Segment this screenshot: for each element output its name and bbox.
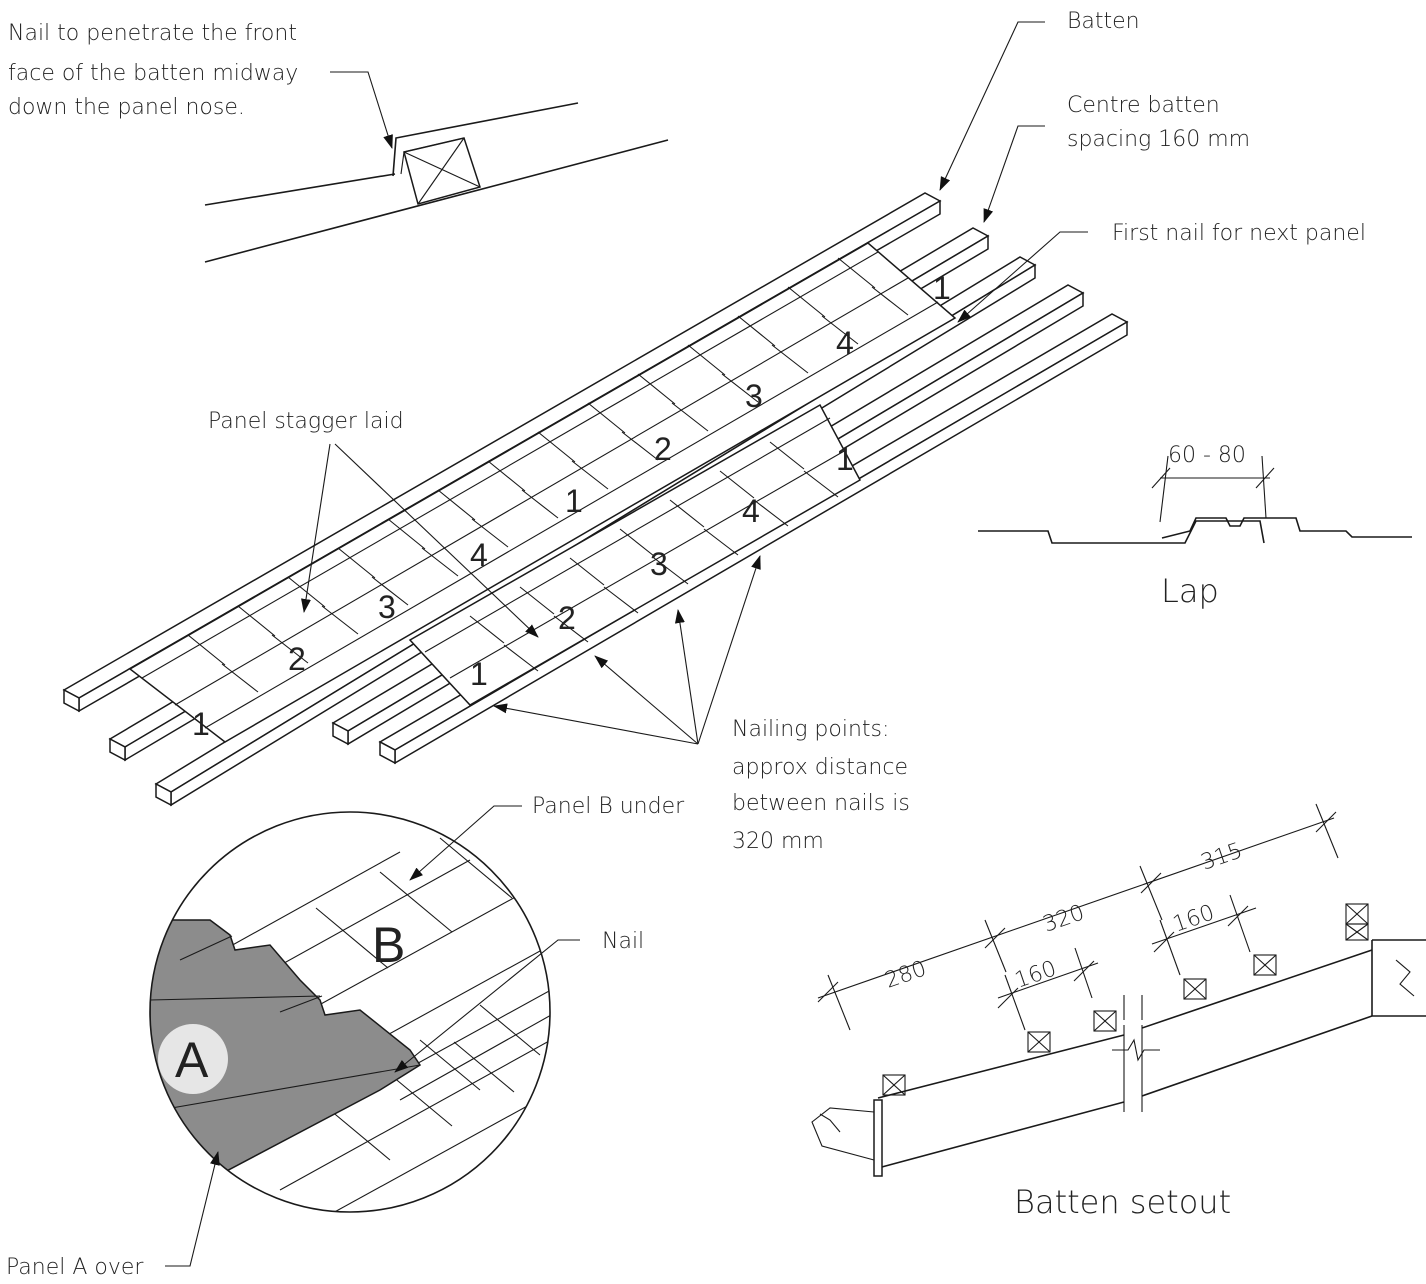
nail-seq-number: 1 <box>836 441 854 477</box>
nail-seq-number: 1 <box>933 270 951 306</box>
setout-dim-160-left: 160 <box>1012 956 1060 993</box>
setout-dim-315: 315 <box>1198 838 1246 875</box>
panel-a-fill <box>150 919 422 1186</box>
panel-stagger-label: Panel stagger laid <box>208 409 404 434</box>
nail-seq-number: 1 <box>470 656 488 692</box>
upper-panel-ribs <box>187 257 909 693</box>
setout-dim-280: 280 <box>882 956 930 993</box>
panel-a-label: Panel A over <box>6 1255 144 1280</box>
lower-panel-ribs <box>469 441 839 672</box>
nail-seq-number: 4 <box>836 325 854 361</box>
nail-note-line-1: Nail to penetrate the front <box>8 21 297 46</box>
nailing-points-callout: Nailing points: approx distance between … <box>493 555 910 854</box>
nailing-points-line-1: Nailing points: <box>732 717 889 742</box>
nail-note-line-3: down the panel nose. <box>8 95 245 120</box>
nail-sequence-upper: 1 2 3 4 1 2 3 4 1 <box>192 270 951 742</box>
batten-assembly: 1 2 3 4 1 2 3 4 1 1 2 3 4 1 <box>62 192 1129 807</box>
nail-seq-number: 3 <box>378 589 396 625</box>
nail-seq-number: 4 <box>742 493 760 529</box>
magnified-detail: A B Panel B under Nail Panel A over <box>6 794 685 1280</box>
nail-seq-number: 1 <box>565 483 583 519</box>
nail-seq-number: 1 <box>192 706 210 742</box>
setout-battens <box>882 903 1369 1096</box>
panel-b-label: Panel B under <box>532 794 685 819</box>
first-nail-callout: First nail for next panel <box>957 221 1366 323</box>
nailing-points-line-3: between nails is <box>732 791 910 816</box>
centre-spacing-callout: Centre batten spacing 160 mm <box>983 93 1250 223</box>
batten-setout-title: Batten setout <box>1014 1183 1231 1221</box>
nail-seq-number: 3 <box>745 378 763 414</box>
nailing-points-line-2: approx distance <box>732 755 908 780</box>
nail-seq-number: 2 <box>654 431 672 467</box>
batten-setout: 280 320 315 160 160 Batten setout <box>811 803 1426 1221</box>
batten-label: Batten <box>1067 9 1140 34</box>
centre-spacing-label-2: spacing 160 mm <box>1067 127 1250 152</box>
nailing-points-line-4: 320 mm <box>732 829 824 854</box>
lap-detail: 60 - 80 Lap <box>978 443 1412 610</box>
nail-note-callout: Nail to penetrate the front face of the … <box>8 21 393 149</box>
lap-dimension: 60 - 80 <box>1168 443 1246 468</box>
panel-a-letter: A <box>175 1032 209 1088</box>
panel-stagger-callout: Panel stagger laid <box>208 409 539 638</box>
nail-sequence-lower: 1 2 3 4 1 <box>470 441 854 692</box>
nail-seq-number: 3 <box>650 546 668 582</box>
nail-label: Nail <box>602 929 644 954</box>
lap-title: Lap <box>1161 572 1219 610</box>
nail-note-line-2: face of the batten midway <box>8 61 298 86</box>
panel-b-letter: B <box>372 917 405 973</box>
upper-panel <box>128 242 957 743</box>
nail-detail-section <box>204 102 669 263</box>
centre-spacing-label-1: Centre batten <box>1067 93 1220 118</box>
lower-panel <box>408 403 862 706</box>
first-nail-label: First nail for next panel <box>1112 221 1366 246</box>
batten-callout: Batten <box>939 9 1140 191</box>
setout-dim-160-right: 160 <box>1170 900 1218 937</box>
setout-dim-320: 320 <box>1040 900 1088 937</box>
panel-a-label-disc <box>158 1024 228 1094</box>
nail-seq-number: 2 <box>288 641 306 677</box>
nail-seq-number: 4 <box>470 537 488 573</box>
nail-seq-number: 2 <box>558 600 576 636</box>
